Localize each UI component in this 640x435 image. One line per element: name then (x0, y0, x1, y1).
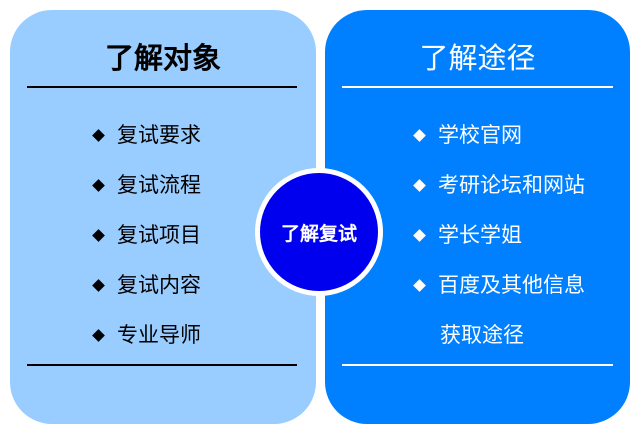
diamond-bullet-icon (92, 278, 105, 292)
list-item-label: 复试内容 (117, 273, 201, 297)
list-item: 学长学姐 (413, 210, 585, 260)
target-panel-title: 了解对象 (104, 41, 221, 75)
list-item-label: 专业导师 (117, 323, 201, 347)
list-item-label: 学校官网 (438, 123, 522, 147)
diamond-bullet-icon (92, 128, 105, 142)
list-item-label: 学长学姐 (438, 223, 522, 247)
channel-panel: 了解途径 学校官网 考研论坛和网站 学长学姐 百度及其他信息 获取途径 (325, 10, 630, 424)
divider (27, 364, 297, 366)
list-item: 复试要求 (92, 110, 201, 160)
diamond-bullet-icon (413, 278, 426, 292)
divider (342, 86, 613, 88)
list-item: 专业导师 (92, 310, 201, 360)
diamond-bullet-icon (413, 228, 426, 242)
diamond-bullet-icon (92, 228, 105, 242)
divider (342, 364, 613, 366)
list-item-label: 考研论坛和网站 (438, 173, 585, 197)
target-list: 复试要求 复试流程 复试项目 复试内容 专业导师 (92, 110, 201, 360)
diamond-bullet-icon (413, 178, 426, 192)
divider (27, 86, 297, 88)
diamond-bullet-icon (92, 178, 105, 192)
list-item: 复试项目 (92, 210, 201, 260)
channel-list: 学校官网 考研论坛和网站 学长学姐 百度及其他信息 获取途径 (413, 110, 585, 360)
list-item-label: 复试要求 (117, 123, 201, 147)
list-item-label: 百度及其他信息 (438, 273, 585, 297)
list-item: 复试流程 (92, 160, 201, 210)
center-label: 了解复试 (280, 222, 357, 245)
diamond-bullet-icon (413, 128, 426, 142)
channel-panel-title: 了解途径 (419, 41, 536, 75)
list-item: 考研论坛和网站 (413, 160, 585, 210)
diamond-bullet-icon (92, 328, 105, 342)
list-item-continuation: 获取途径 (413, 310, 585, 360)
list-item: 学校官网 (413, 110, 585, 160)
list-item: 复试内容 (92, 260, 201, 310)
list-item-label: 获取途径 (440, 323, 524, 347)
list-item-label: 复试项目 (117, 223, 201, 247)
list-item-label: 复试流程 (117, 173, 201, 197)
center-circle: 了解复试 (255, 168, 383, 296)
list-item: 百度及其他信息 (413, 260, 585, 310)
